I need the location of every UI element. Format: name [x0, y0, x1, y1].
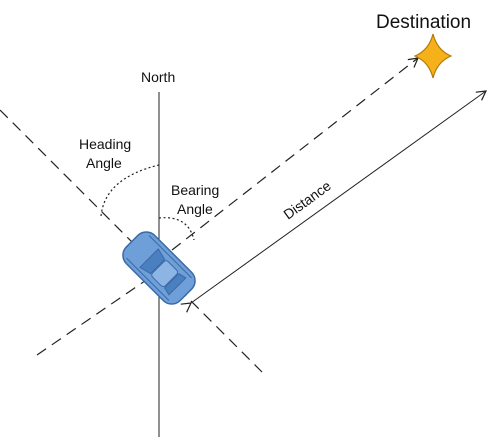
car-icon [122, 231, 196, 305]
bearing-angle-label-line1: Bearing [171, 182, 219, 198]
heading-angle-arc [100, 164, 160, 217]
heading-dashed-line [0, 109, 263, 373]
heading-angle-label-line1: Heading [79, 136, 131, 152]
bearing-angle-label-line2: Angle [177, 201, 213, 217]
distance-arrow [180, 90, 488, 313]
distance-label: Distance [280, 177, 334, 222]
bearing-dashed-line [171, 57, 419, 251]
heading-angle-label-line2: Angle [86, 155, 122, 171]
destination-label: Destination [376, 12, 471, 33]
bearing-angle-arc [158, 217, 195, 241]
perpendicular-dashed-line [36, 273, 156, 356]
star-icon [413, 33, 453, 79]
north-label: North [141, 69, 175, 85]
